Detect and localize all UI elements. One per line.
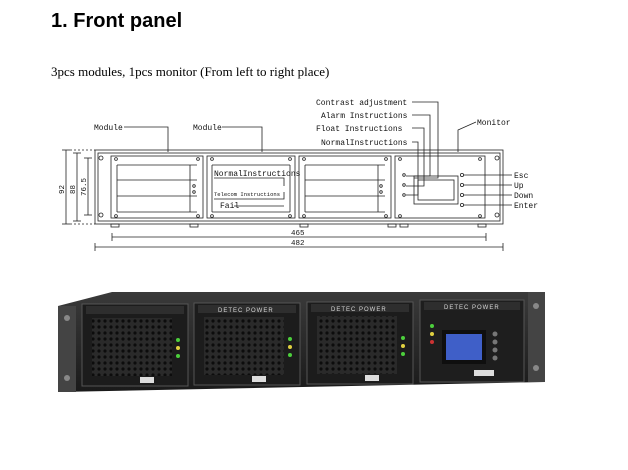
dim-height-88: 88 <box>70 185 78 194</box>
label-module-left: Module <box>94 124 123 133</box>
dim-height-92: 92 <box>59 185 67 194</box>
label-up: Up <box>514 182 524 191</box>
label-esc: Esc <box>514 172 529 181</box>
label-contrast-adjustment: Contrast adjustment <box>316 99 407 108</box>
dim-height-76-5: 76.5 <box>81 177 89 196</box>
label-alarm-instructions: Alarm Instructions <box>321 112 408 121</box>
dim-width-465: 465 <box>291 230 305 238</box>
label-enter: Enter <box>514 202 538 211</box>
label-telecom-instructions: Telecom Instructions <box>214 191 280 198</box>
page-heading: 1. Front panel <box>51 10 183 32</box>
label-normal-instructions-module: NormalInstructions <box>214 170 301 179</box>
dim-width-482: 482 <box>291 240 305 248</box>
page-subtitle: 3pcs modules, 1pcs monitor (From left to… <box>51 64 330 79</box>
label-normal-instructions-top: NormalInstructions <box>321 139 408 148</box>
label-float-instructions: Float Instructions <box>316 125 403 134</box>
label-fail: Fail <box>220 202 239 211</box>
label-monitor: Monitor <box>477 119 511 128</box>
label-down: Down <box>514 192 533 201</box>
label-module-mid: Module <box>193 124 222 133</box>
